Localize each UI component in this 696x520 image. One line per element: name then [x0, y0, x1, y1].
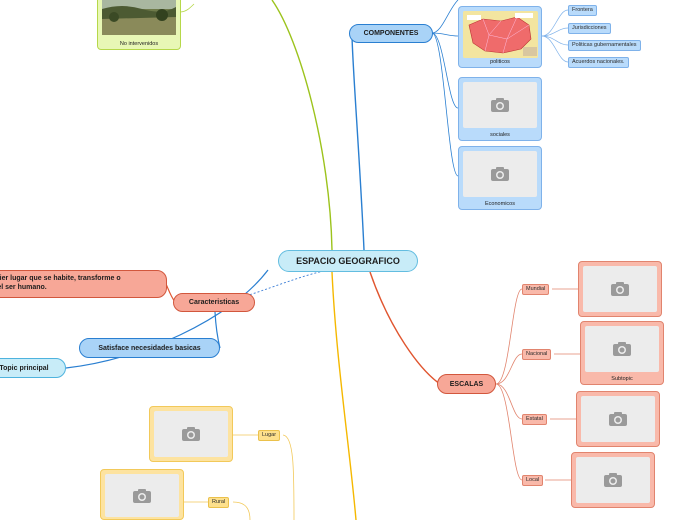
acuerdos-nacionales-item[interactable]: Acuerdos nacionales.	[568, 57, 629, 68]
connector-componentes	[351, 33, 365, 251]
sociales-caption: sociales	[490, 132, 510, 138]
politicas-gubernamentales-item[interactable]: Politicas gubernamentales	[568, 40, 641, 51]
camera-icon	[182, 427, 200, 441]
rural-image-card[interactable]	[100, 469, 184, 520]
mundial-image-card[interactable]	[578, 261, 662, 317]
connector-nacional	[495, 353, 523, 385]
connector-local	[495, 383, 523, 481]
camera-icon	[133, 488, 151, 503]
mundial-image-placeholder	[583, 266, 657, 312]
connector-yellow-branch	[331, 271, 357, 520]
sociales-card[interactable]: sociales	[458, 77, 542, 141]
connector-topic-principal	[65, 269, 269, 369]
rural-item[interactable]: Rural	[208, 497, 230, 508]
escala-nacional[interactable]: Nacional	[522, 349, 552, 360]
definition-text-line2: ique el ser humano.	[0, 284, 47, 291]
caracteristicas-node[interactable]: Caracteristicas	[173, 293, 255, 312]
camera-icon	[604, 473, 622, 487]
connector-sociales	[431, 32, 459, 109]
political-map-image	[463, 11, 538, 58]
connector-economicos	[431, 32, 459, 177]
nacional-image-placeholder	[585, 326, 659, 372]
frontera-item[interactable]: Frontera	[568, 5, 597, 16]
connector-frontera	[541, 9, 569, 37]
lugar-image-card[interactable]	[149, 406, 233, 462]
escala-mundial[interactable]: Mundial	[522, 284, 550, 295]
economicos-image-placeholder	[463, 151, 537, 197]
connector-no-intervenidos	[179, 3, 195, 13]
connector-componentes-top	[431, 0, 459, 34]
central-topic-espacio-geografico[interactable]: ESPACIO GEOGRAFICO	[278, 250, 418, 272]
topic-principal-node[interactable]: Topic principal	[0, 358, 66, 378]
politicos-card[interactable]: politicos	[458, 6, 542, 68]
connector-acuerdos	[541, 35, 569, 63]
camera-icon	[611, 282, 629, 296]
definition-text-line1: ualquier lugar que se habite, transforme…	[0, 275, 121, 282]
local-image-card[interactable]	[571, 452, 655, 508]
economicos-card[interactable]: Economicos	[458, 146, 542, 210]
estatal-image-placeholder	[581, 396, 655, 442]
connector-mundial	[495, 288, 523, 385]
connector-lugar	[282, 434, 295, 520]
economicos-caption: Economicos	[485, 201, 515, 207]
escala-estatal[interactable]: Estatal	[522, 414, 547, 425]
subtopic-caption: Subtopic	[611, 376, 633, 382]
connector-green-branch	[271, 0, 333, 251]
componentes-node[interactable]: COMPONENTES	[349, 24, 433, 43]
connector-escalas	[369, 271, 441, 385]
connector-relationship-dashed	[245, 267, 341, 297]
camera-icon	[613, 342, 631, 356]
escalas-node[interactable]: ESCALAS	[437, 374, 496, 394]
nacional-image-card[interactable]: Subtopic	[580, 321, 664, 385]
jurisdicciones-item[interactable]: Jurisdicciones	[568, 23, 611, 34]
satisface-necesidades-node[interactable]: Satisface necesidades basicas	[79, 338, 220, 358]
lugar-image-placeholder	[154, 411, 228, 457]
camera-icon	[609, 412, 627, 426]
escala-local[interactable]: Local	[522, 475, 544, 486]
lugar-item[interactable]: Lugar	[258, 430, 281, 441]
rural-image-placeholder	[105, 474, 179, 517]
local-image-placeholder	[576, 457, 650, 503]
politicos-caption: politicos	[490, 59, 510, 65]
landscape-photo	[102, 0, 176, 35]
camera-icon	[491, 167, 509, 181]
connector-estatal	[495, 383, 523, 420]
camera-icon	[491, 98, 509, 112]
no-intervenidos-caption: No intervenidos	[119, 41, 159, 47]
connector-rural	[232, 501, 251, 520]
definition-text-node[interactable]: ualquier lugar que se habite, transforme…	[0, 270, 167, 298]
sociales-image-placeholder	[463, 82, 537, 128]
estatal-image-card[interactable]	[576, 391, 660, 447]
connector-jurisdicciones	[541, 27, 569, 37]
connector-politicos	[431, 32, 459, 37]
no-intervenidos-card[interactable]: No intervenidos	[97, 0, 181, 50]
